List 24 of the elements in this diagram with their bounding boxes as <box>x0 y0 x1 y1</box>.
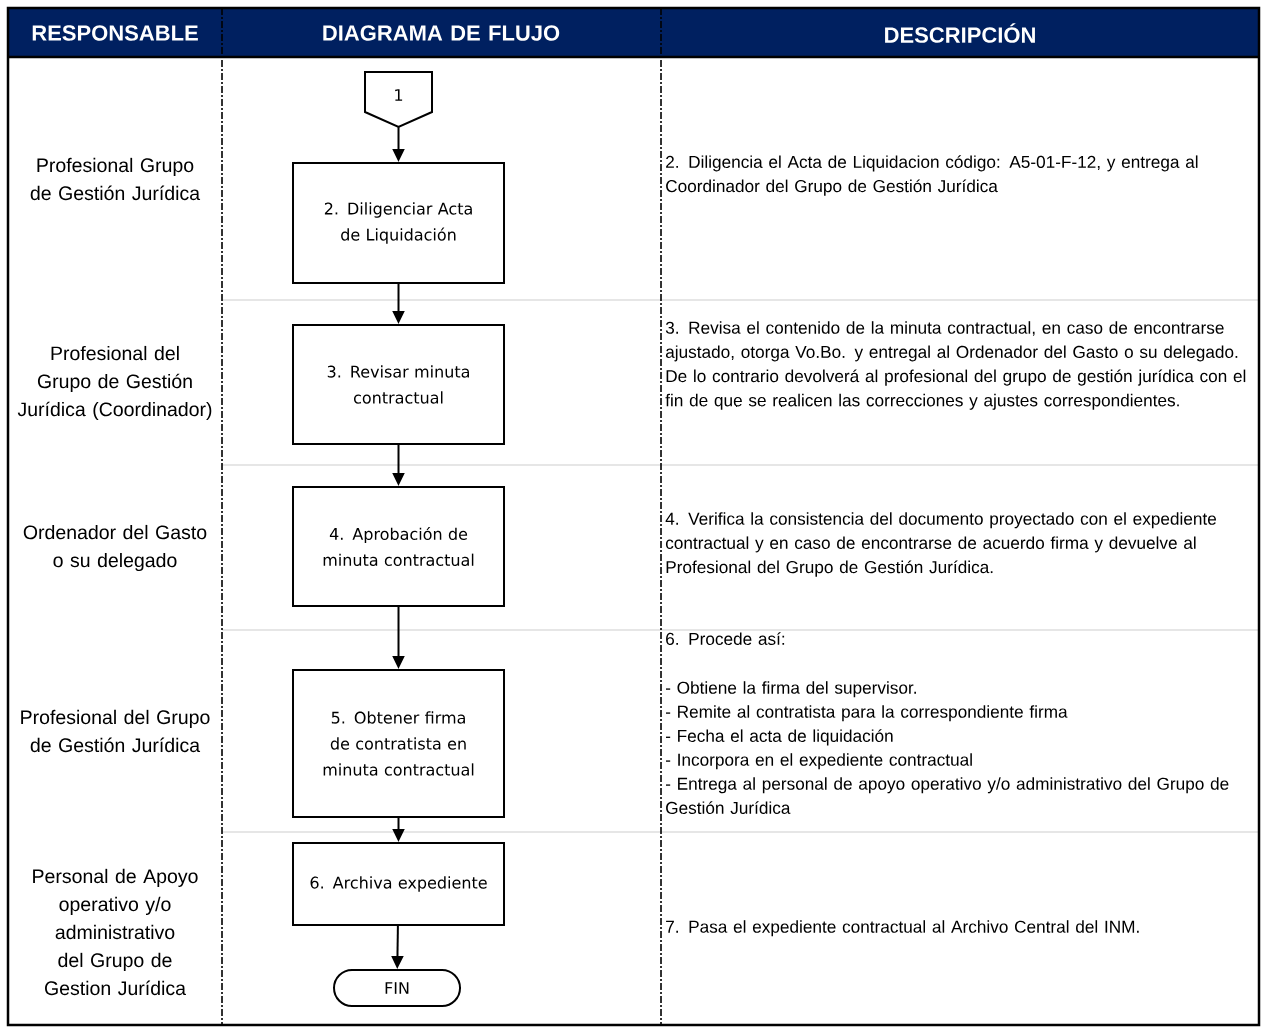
responsible-text: Ordenador del Gasto o su delegado <box>23 524 207 572</box>
offpage-connector: 1 <box>364 71 433 129</box>
description-text: 7. Pasa el expediente contractual al Archivo Central del INM. <box>666 920 1139 937</box>
process-box: 3. Revisar minuta contractual <box>292 324 505 445</box>
description-text: - Remite al contratista para la correspondiente firma <box>666 705 1068 722</box>
process-box: 2. Diligenciar Acta de Liquidación <box>292 162 505 284</box>
description-text: - Fecha el acta de liquidación <box>666 729 893 746</box>
process-box: 4. Aprobación de minuta contractual <box>292 486 505 607</box>
header-text: DESCRIPCIÓN <box>885 23 1035 43</box>
header-text: RESPONSABLE <box>32 25 198 41</box>
header-text: DIAGRAMA DE FLUJO <box>323 25 560 41</box>
description-text: 3. Revisa el contenido de la minuta contractual, en caso de encontrarse ajustado, otorga Vo.Bo. y entregal al Ordenador del Gasto o su delegado. De lo contrario devolverá al profesional del grupo de gestión jurídica con el fin de que se realicen las correcciones y ajustes correspondientes. <box>665 321 1246 410</box>
description-text: - Incorpora en el expediente contractual <box>666 753 972 770</box>
process-box: 6. Archiva expediente <box>292 842 505 926</box>
description-text: - Obtiene la firma del supervisor. <box>666 681 916 698</box>
responsible-text: Profesional del Grupo de Gestión Jurídica (Coordinador) <box>17 345 212 421</box>
description-text: 4. Verifica la consistencia del documento proyectado con el expediente contractual y en caso de encontrarse de acuerdo firma y devuelve al Profesional del Grupo de Gestión Jurídica. <box>665 512 1216 577</box>
description-text: 2. Diligencia el Acta de Liquidacion código: A5-01-F-12, y entrega al Coordinador del Grupo de Gestión Jurídica <box>666 155 1198 196</box>
responsible-text: Personal de Apoyo operativo y/o administrativo del Grupo de Gestion Jurídica <box>33 868 198 996</box>
process-box: 5. Obtener firma de contratista en minuta contractual <box>292 669 505 818</box>
responsible-text: Profesional Grupo de Gestión Jurídica <box>30 157 201 201</box>
description-text: - Entrega al personal de apoyo operativo y/o administrativo del Grupo de Gestión Jurídica <box>666 777 1229 815</box>
description-text: 6. Procede así: <box>666 632 785 646</box>
responsible-text: Profesional del Grupo de Gestión Jurídica <box>21 709 210 753</box>
